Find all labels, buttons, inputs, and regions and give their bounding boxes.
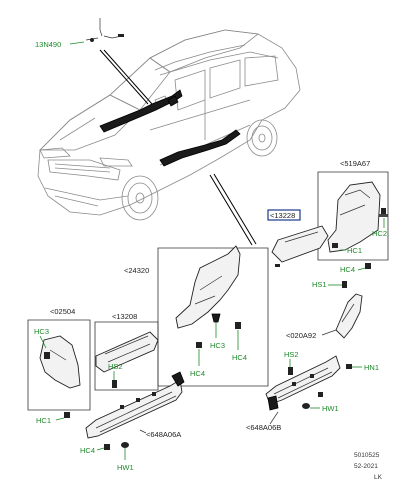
part-519a67: <519A67 HC2 HC1 HC4 [317, 159, 389, 274]
label-hc2-right: HC2 [372, 229, 387, 238]
label-02504: <02504 [50, 307, 75, 316]
label-020a92: <020A92 [286, 331, 316, 340]
label-13228: <13228 [270, 211, 295, 220]
label-hn1: HN1 [364, 363, 379, 372]
label-648a06b: <648A06B [246, 423, 281, 432]
label-hw1-right: HW1 [322, 404, 339, 413]
label-hs2-right: HS2 [284, 350, 299, 359]
trim-highlights [99, 89, 241, 167]
label-hc4-center-b: HC4 [190, 369, 205, 378]
part-02504: <02504 HC3 HC1 [27, 307, 91, 425]
label-hw1-left: HW1 [117, 463, 134, 472]
label-hc3-center: HC3 [210, 341, 225, 350]
label-13208: <13208 [112, 312, 137, 321]
vehicle-outline [37, 29, 301, 221]
meta-date: 52-2021 [354, 463, 378, 470]
label-hc4-center: HC4 [232, 353, 247, 362]
label-hs2-left: HS2 [108, 362, 123, 371]
cable-13n490: 13N490 [35, 18, 153, 105]
part-020a92: HS1 <020A92 [286, 280, 363, 340]
label-519a67: <519A67 [340, 159, 370, 168]
meta-ref: 5010525 [354, 452, 380, 459]
diagram-meta: 5010525 52-2021 LK [354, 452, 383, 480]
label-13n490: 13N490 [35, 40, 61, 49]
part-13228: <13228 [267, 209, 329, 267]
leader-24320-b [213, 173, 257, 245]
label-hc1-left: HC1 [36, 416, 51, 425]
label-hs1: HS1 [312, 280, 327, 289]
label-hc4-left: HC4 [80, 446, 95, 455]
meta-author: LK [374, 474, 383, 480]
leader-24320 [209, 174, 253, 246]
part-648a06b: <648A06B HS2 HN1 HW1 [246, 350, 379, 432]
label-24320: <24320 [124, 266, 149, 275]
label-hc4-right: HC4 [340, 265, 355, 274]
part-648a06a: <648A06A HS2 HC4 HW1 [80, 362, 185, 472]
label-648a06a: <648A06A [146, 430, 181, 439]
part-13208: <13208 [94, 312, 159, 391]
label-hc3-left: HC3 [34, 327, 49, 336]
part-24320: <24320 HC3 HC4 HC4 [124, 245, 269, 387]
label-hc1-right: HC1 [347, 246, 362, 255]
